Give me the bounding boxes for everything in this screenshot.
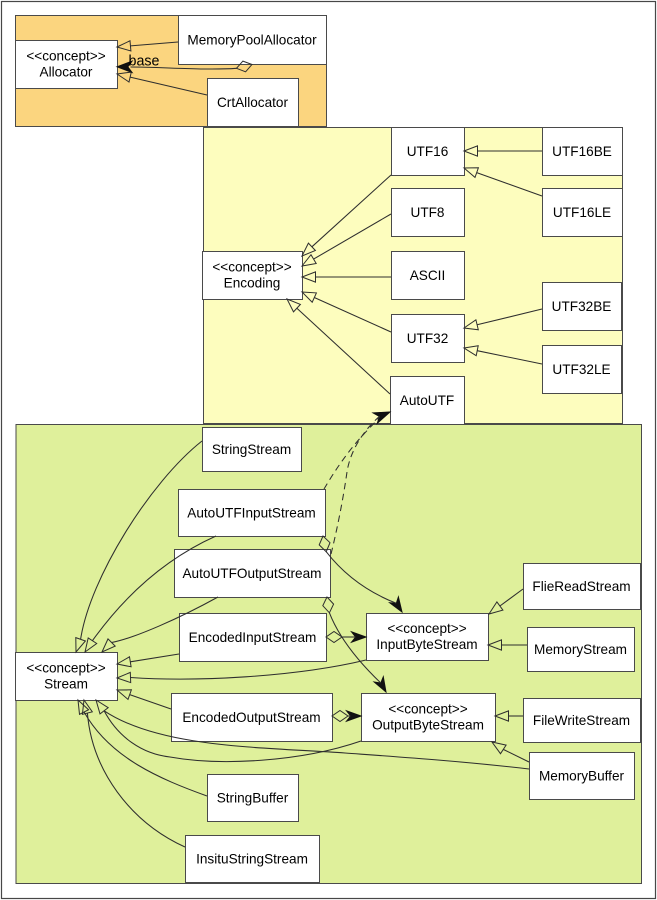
- svg-text:UTF32: UTF32: [407, 331, 449, 346]
- svg-text:base: base: [129, 53, 160, 69]
- svg-text:<<concept>>: <<concept>>: [388, 701, 467, 716]
- svg-text:Stream: Stream: [44, 677, 88, 692]
- svg-text:MemoryPoolAllocator: MemoryPoolAllocator: [187, 32, 317, 47]
- svg-text:UTF32BE: UTF32BE: [552, 299, 612, 314]
- svg-text:EncodedOutputStream: EncodedOutputStream: [182, 710, 320, 725]
- svg-text:FileWriteStream: FileWriteStream: [533, 713, 630, 728]
- svg-text:<<concept>>: <<concept>>: [387, 621, 466, 636]
- svg-text:CrtAllocator: CrtAllocator: [217, 95, 288, 110]
- svg-text:FlieReadStream: FlieReadStream: [532, 579, 630, 594]
- svg-text:MemoryStream: MemoryStream: [534, 642, 627, 657]
- svg-text:<<concept>>: <<concept>>: [212, 259, 291, 274]
- svg-text:InputByteStream: InputByteStream: [376, 637, 477, 652]
- svg-text:AutoUTFOutputStream: AutoUTFOutputStream: [182, 566, 321, 581]
- svg-text:<<concept>>: <<concept>>: [26, 660, 105, 675]
- svg-text:UTF8: UTF8: [411, 205, 445, 220]
- svg-text:Allocator: Allocator: [40, 65, 93, 80]
- svg-text:UTF16: UTF16: [407, 144, 449, 159]
- svg-text:Encoding: Encoding: [224, 276, 281, 291]
- svg-text:InsituStringStream: InsituStringStream: [196, 851, 308, 866]
- svg-text:<<concept>>: <<concept>>: [26, 48, 105, 63]
- svg-text:AutoUTFInputStream: AutoUTFInputStream: [187, 505, 315, 520]
- svg-text:UTF32LE: UTF32LE: [552, 362, 610, 377]
- svg-text:UTF16LE: UTF16LE: [553, 205, 611, 220]
- svg-text:UTF16BE: UTF16BE: [552, 144, 612, 159]
- svg-text:OutputByteStream: OutputByteStream: [372, 718, 484, 733]
- svg-text:StringBuffer: StringBuffer: [217, 790, 289, 805]
- svg-text:EncodedInputStream: EncodedInputStream: [189, 630, 317, 645]
- svg-text:MemoryBuffer: MemoryBuffer: [539, 768, 625, 783]
- svg-text:AutoUTF: AutoUTF: [400, 393, 454, 408]
- svg-text:ASCII: ASCII: [410, 268, 446, 283]
- svg-text:StringStream: StringStream: [212, 442, 291, 457]
